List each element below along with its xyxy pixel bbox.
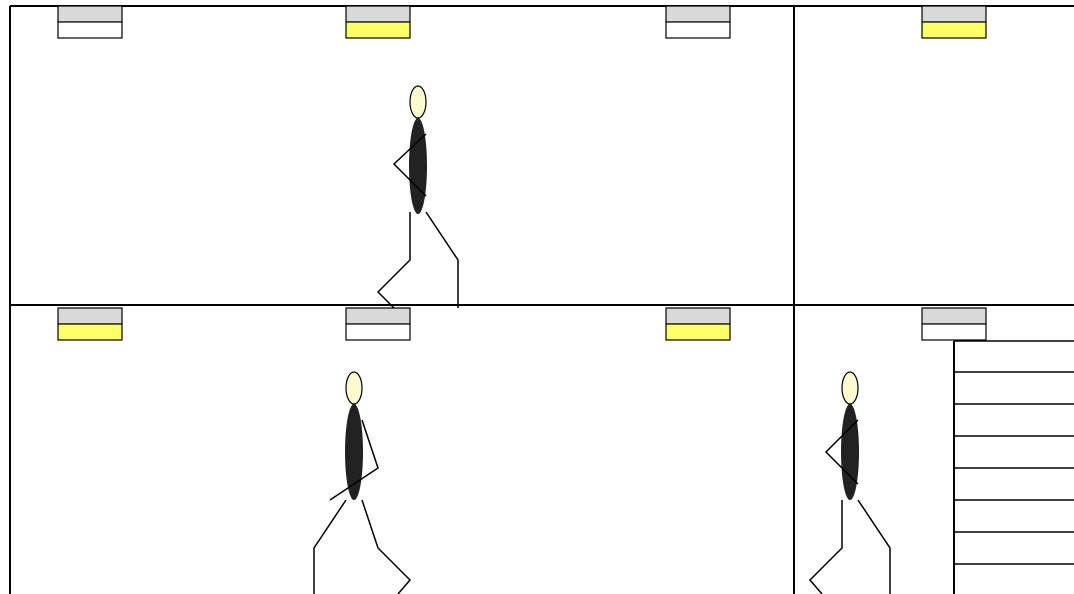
person-head <box>410 86 426 118</box>
leg-left <box>378 212 410 308</box>
light-housing <box>666 308 730 324</box>
light-housing <box>922 6 986 22</box>
light-lens <box>922 22 986 38</box>
light-housing <box>346 308 410 324</box>
person-lower-right-room <box>810 372 890 594</box>
leg-left <box>314 500 346 594</box>
person-lower-left-room <box>314 372 410 594</box>
light-lens <box>58 22 122 38</box>
leg-right <box>858 500 890 594</box>
walls <box>10 6 1074 594</box>
light-housing <box>346 6 410 22</box>
ceiling-light-on <box>346 6 410 38</box>
person-head <box>346 372 362 404</box>
ceiling-light-on <box>58 308 122 340</box>
ceiling-lights <box>58 6 986 340</box>
ceiling-light-on <box>922 6 986 38</box>
ceiling-light-off <box>346 308 410 340</box>
person-head <box>842 372 858 404</box>
ceiling-light-off <box>922 308 986 340</box>
person-upper-left-room <box>378 86 458 308</box>
light-lens <box>346 324 410 340</box>
person-body <box>345 404 363 500</box>
light-lens <box>58 324 122 340</box>
person-body <box>409 118 427 214</box>
ceiling-light-on <box>666 308 730 340</box>
light-lens <box>346 22 410 38</box>
person-body <box>841 404 859 500</box>
ceiling-light-off <box>666 6 730 38</box>
ceiling-light-off <box>58 6 122 38</box>
staircase <box>954 341 1074 594</box>
light-housing <box>922 308 986 324</box>
light-housing <box>666 6 730 22</box>
light-housing <box>58 6 122 22</box>
light-lens <box>666 22 730 38</box>
leg-right <box>362 500 410 594</box>
leg-right <box>426 212 458 308</box>
light-housing <box>58 308 122 324</box>
light-lens <box>666 324 730 340</box>
light-lens <box>922 324 986 340</box>
leg-left <box>810 500 842 594</box>
